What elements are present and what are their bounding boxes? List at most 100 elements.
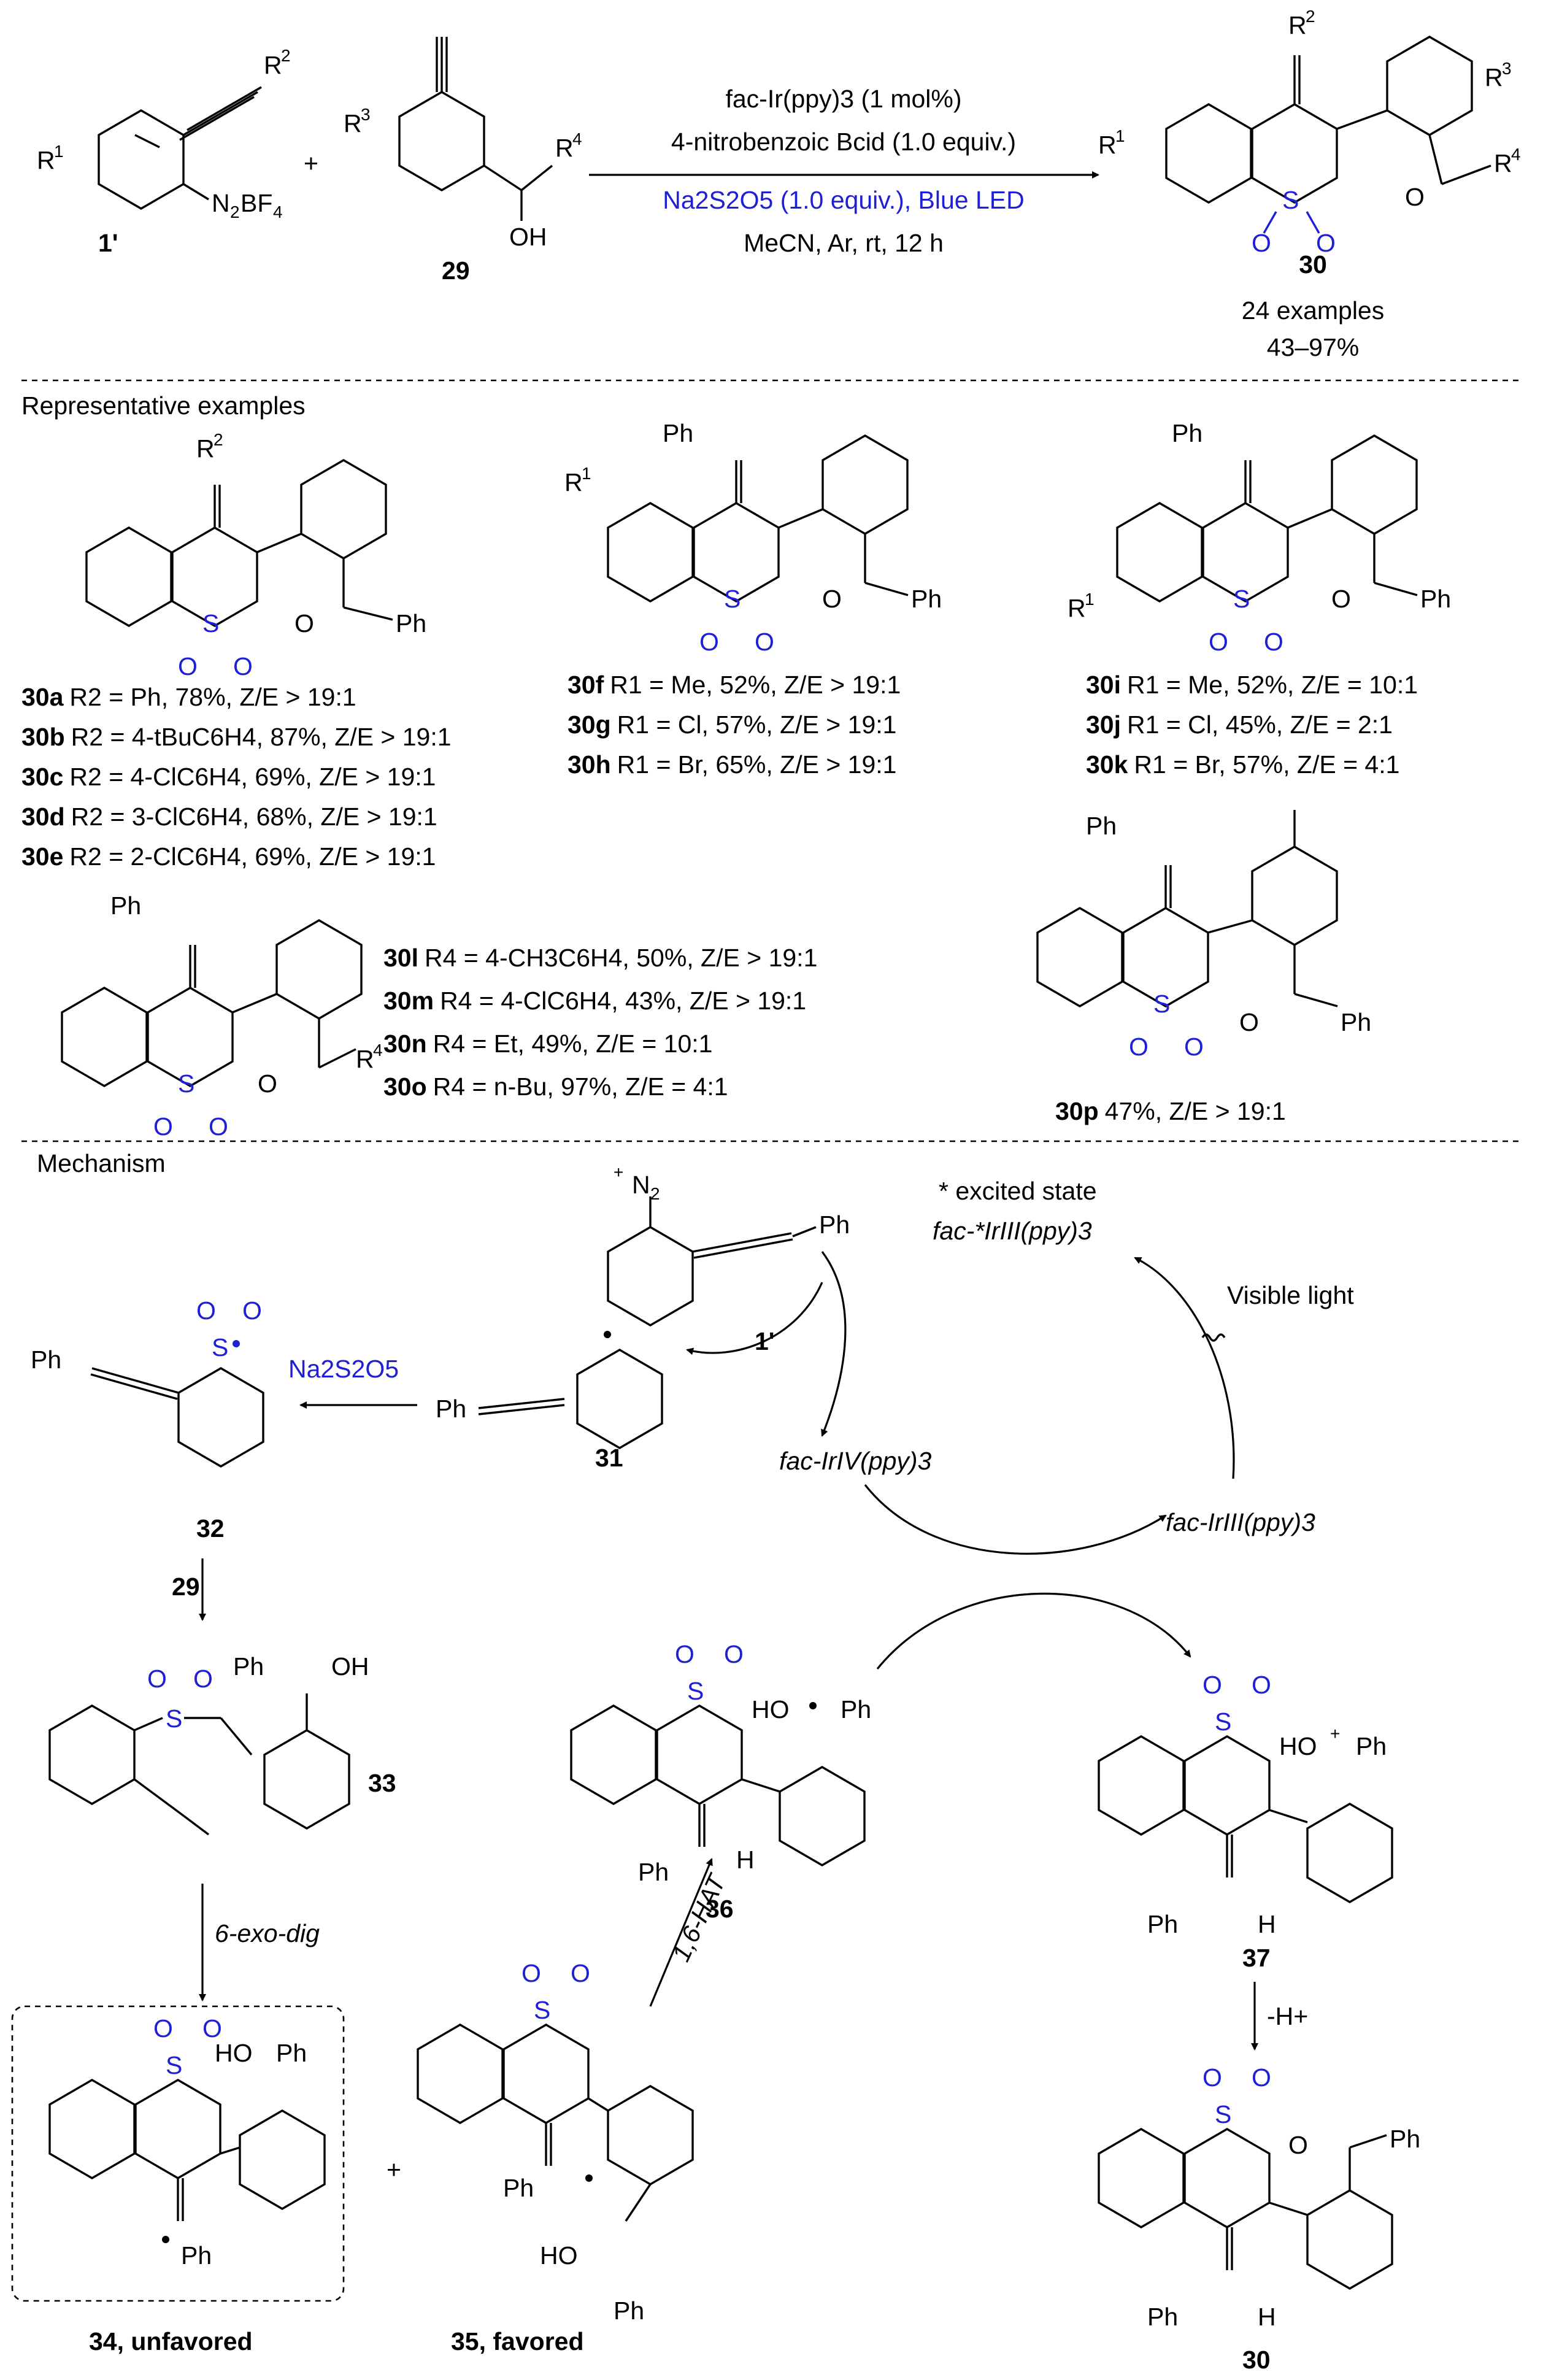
- svg-text:O: O: [202, 2014, 222, 2043]
- mech-label-37: 37: [1242, 1944, 1271, 1972]
- svg-text:O: O: [1331, 585, 1351, 613]
- svg-text:O: O: [153, 1112, 173, 1141]
- svg-text:O: O: [1202, 2063, 1222, 2092]
- svg-text:R: R: [196, 434, 215, 463]
- svg-text:O: O: [1252, 1671, 1271, 1699]
- svg-text:O: O: [724, 1640, 744, 1668]
- svg-text:O: O: [755, 628, 774, 656]
- reagent-line-1: fac-Ir(ppy)3 (1 mol%): [725, 85, 961, 113]
- mech-label-33: 33: [368, 1769, 396, 1797]
- svg-text:O: O: [1209, 628, 1228, 656]
- svg-text:S: S: [1215, 1708, 1231, 1736]
- svg-text:O: O: [209, 1112, 228, 1141]
- svg-text:Ph: Ph: [503, 2174, 534, 2202]
- svg-text:Ph: Ph: [233, 1652, 264, 1681]
- svg-text:R: R: [555, 134, 574, 162]
- svg-text:Ph: Ph: [396, 609, 426, 637]
- svg-text:O: O: [1405, 183, 1425, 211]
- reactant-29-structure: R4 OH R3: [344, 37, 582, 251]
- mech-label-34: 34, unfavored: [89, 2327, 253, 2355]
- svg-text:Ph: Ph: [663, 419, 693, 447]
- svg-text:S: S: [1233, 585, 1250, 613]
- svg-text:Ph: Ph: [276, 2039, 307, 2067]
- svg-text:O: O: [1264, 628, 1283, 656]
- svg-text:R: R: [1288, 11, 1307, 39]
- svg-text:S: S: [1282, 186, 1299, 214]
- svg-text:HO: HO: [215, 2039, 253, 2067]
- svg-text:R: R: [1068, 594, 1086, 622]
- svg-text:R: R: [356, 1045, 374, 1073]
- svg-text:1: 1: [1115, 126, 1125, 145]
- svg-text:O: O: [571, 1959, 590, 1987]
- svg-text:Ph: Ph: [31, 1346, 61, 1374]
- svg-text:2: 2: [230, 202, 240, 221]
- svg-text:OH: OH: [509, 223, 547, 251]
- svg-text:S: S: [212, 1333, 228, 1361]
- svg-text:4: 4: [273, 202, 283, 221]
- arrow-35-to-36: [649, 1858, 713, 2007]
- svg-text:HO: HO: [1279, 1732, 1317, 1760]
- svg-text:R: R: [564, 468, 583, 496]
- mech-label-31: 31: [595, 1444, 623, 1472]
- box-34-unfavored: [11, 2005, 345, 2302]
- svg-text:3: 3: [361, 105, 371, 124]
- svg-text:O: O: [1252, 229, 1271, 257]
- mech-label-29: 29: [172, 1573, 200, 1601]
- svg-text:S: S: [202, 609, 219, 637]
- svg-text:O: O: [675, 1640, 695, 1668]
- svg-text:Ph: Ph: [436, 1395, 466, 1423]
- svg-text:H: H: [1258, 1910, 1276, 1938]
- svg-text:Ph: Ph: [638, 1858, 669, 1886]
- ir-excited-label: fac-*IrIII(ppy)3: [933, 1217, 1092, 1245]
- svg-text:Ph: Ph: [181, 2241, 212, 2270]
- step-6exo-label: 6-exo-dig: [215, 1919, 320, 1947]
- plus-sign-mechanism: +: [387, 2155, 401, 2184]
- svg-text:BF: BF: [240, 189, 272, 217]
- svg-text:N: N: [212, 189, 230, 217]
- svg-text:O: O: [1252, 2063, 1271, 2092]
- svg-text:1: 1: [54, 142, 64, 161]
- mech-label-36: 36: [706, 1895, 734, 1923]
- svg-text:Ph: Ph: [614, 2297, 644, 2325]
- na2s2o5-label: Na2S2O5: [288, 1355, 399, 1383]
- svg-text:O: O: [1129, 1033, 1149, 1061]
- mech-label-32: 32: [196, 1514, 225, 1542]
- svg-text:Ph: Ph: [819, 1211, 850, 1239]
- svg-text:O: O: [196, 1296, 216, 1325]
- svg-text:R: R: [264, 51, 282, 79]
- svg-text:Ph: Ph: [841, 1695, 871, 1723]
- svg-text:O: O: [1288, 2131, 1308, 2159]
- svg-text:Ph: Ph: [1086, 812, 1117, 840]
- svg-text:O: O: [1316, 229, 1336, 257]
- svg-text:Ph: Ph: [1147, 2303, 1178, 2331]
- svg-text:O: O: [258, 1069, 277, 1098]
- svg-text:O: O: [822, 585, 842, 613]
- reagent-line-2: 4-nitrobenzoic Bcid (1.0 equiv.): [671, 128, 1016, 156]
- plus-sign: +: [304, 149, 318, 177]
- visible-light-label: Visible light: [1227, 1281, 1354, 1309]
- svg-text:3: 3: [1502, 59, 1512, 78]
- svg-text:O: O: [178, 652, 198, 680]
- section-title-examples: Representative examples: [21, 391, 306, 420]
- svg-text:2: 2: [281, 46, 291, 65]
- svg-text:Ph: Ph: [110, 892, 141, 920]
- light-wave-icon: [1201, 1333, 1226, 1342]
- svg-text:S: S: [534, 1996, 550, 2024]
- arrow-iv-to-iii: [864, 1484, 1167, 1555]
